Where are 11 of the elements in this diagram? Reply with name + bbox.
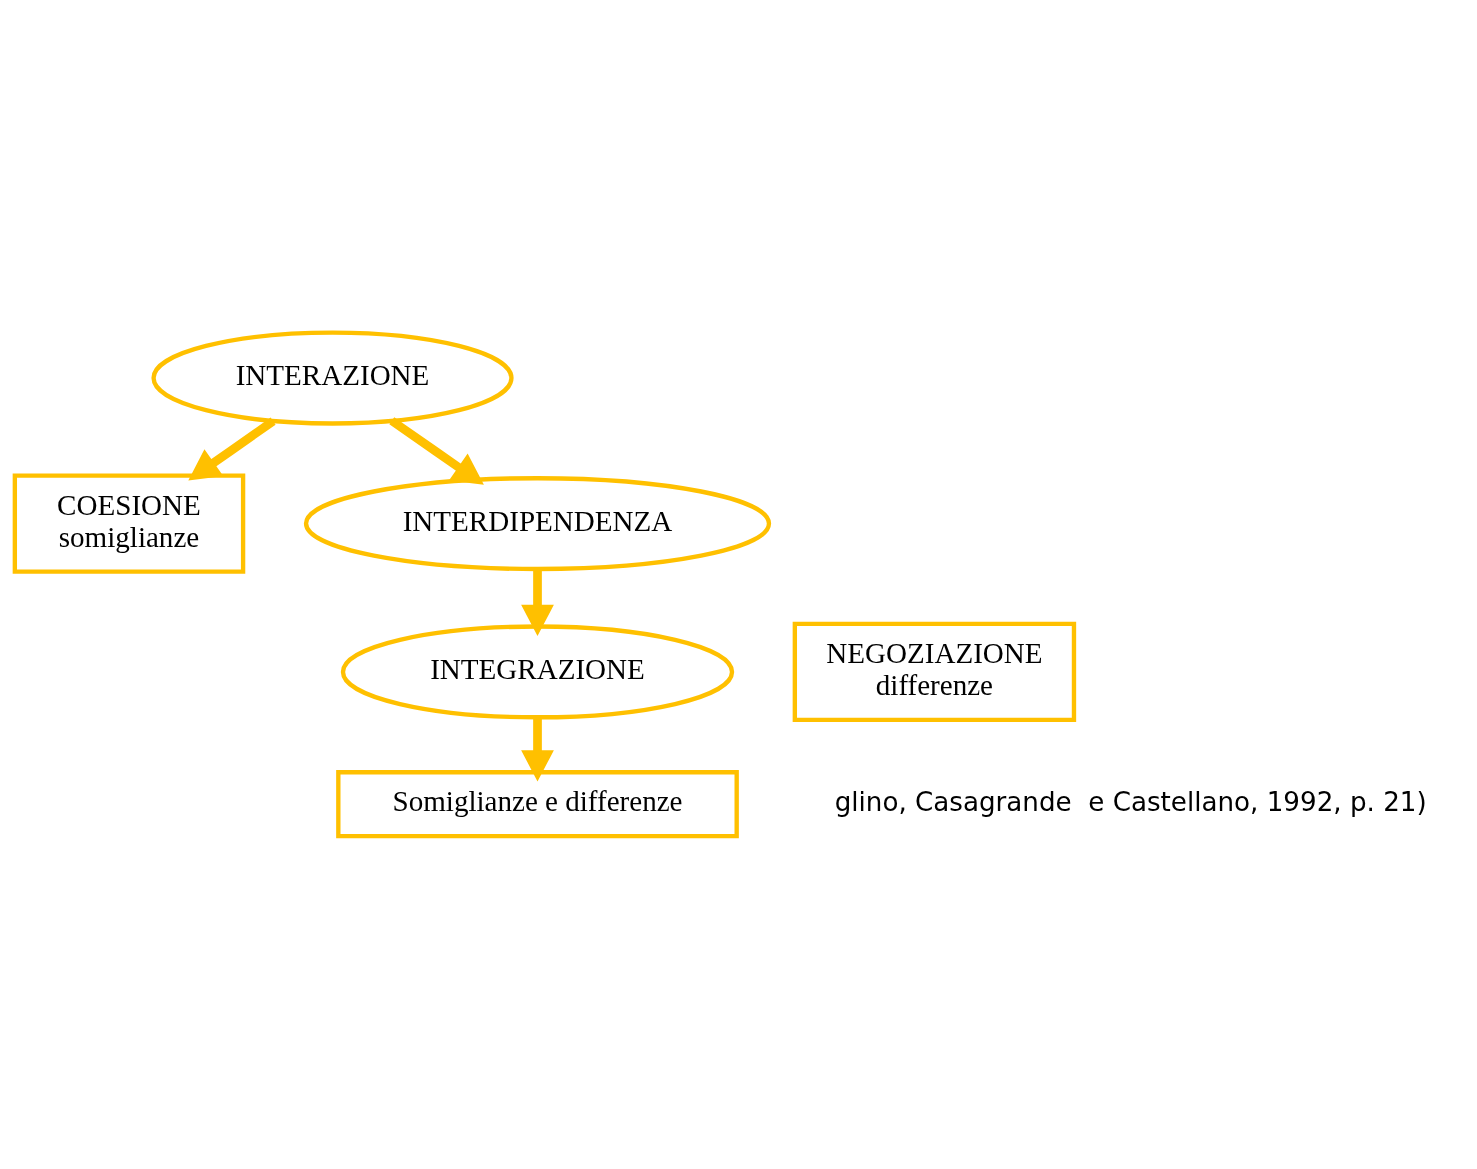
- node-box: NEGOZIAZIONE differenze: [792, 621, 1077, 723]
- node-ellipse: INTERDIPENDENZA: [303, 476, 772, 572]
- arrow: [521, 717, 554, 782]
- node-box: COESIONE somiglianze: [12, 473, 246, 574]
- node-ellipse: INTERAZIONE: [151, 330, 514, 426]
- arrow: [188, 417, 276, 481]
- node-box: Somiglianze e differenze: [336, 770, 739, 839]
- label: glino, Casagrande e Castellano, 1992, p. 21): [834, 786, 1427, 817]
- arrow: [521, 569, 554, 636]
- arrow: [389, 417, 484, 485]
- node-ellipse: INTEGRAZIONE: [340, 624, 735, 720]
